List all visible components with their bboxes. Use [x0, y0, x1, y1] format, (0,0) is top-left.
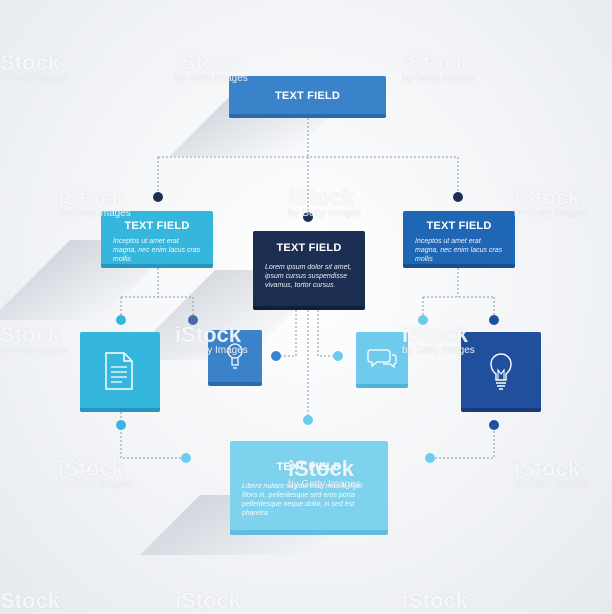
- lightbulb-icon: [490, 353, 512, 390]
- lightbulb-tile[interactable]: [461, 332, 541, 412]
- right-box-title: TEXT FIELD: [426, 220, 492, 232]
- connector-dot: [116, 315, 126, 325]
- left-text-field-box[interactable]: TEXT FIELD Inceptos ut amet erat magna, …: [101, 211, 213, 268]
- connector-dot: [116, 420, 126, 430]
- center-text-field-box[interactable]: TEXT FIELD Lorem ipsum dolor sit amet, i…: [253, 231, 365, 310]
- connector-dot: [303, 415, 313, 425]
- bottom-box-body: Libero nullam sagittis erat, mauris eget…: [242, 483, 363, 517]
- connector-dot: [425, 453, 435, 463]
- connector-dot: [303, 212, 313, 222]
- connector-dot: [181, 453, 191, 463]
- center-box-title: TEXT FIELD: [276, 242, 342, 254]
- connector-dot: [489, 420, 499, 430]
- top-box-title: TEXT FIELD: [275, 90, 340, 102]
- idea-tile[interactable]: [208, 330, 262, 386]
- connector-dot: [418, 315, 428, 325]
- right-text-field-box[interactable]: TEXT FIELD Inceptos ut amet erat magna, …: [403, 211, 515, 268]
- top-text-field-box[interactable]: TEXT FIELD: [229, 76, 386, 118]
- bottom-text-field-box[interactable]: TEXT FIELD Libero nullam sagittis erat, …: [230, 441, 388, 535]
- connector-dot: [271, 351, 281, 361]
- left-box-title: TEXT FIELD: [124, 220, 190, 232]
- connector-dot: [489, 315, 499, 325]
- bottom-box-title: TEXT FIELD: [276, 461, 342, 473]
- center-box-body: Lorem ipsum dolor sit amet, ipsum cursus…: [265, 264, 352, 289]
- document-tile[interactable]: [80, 332, 160, 412]
- connector-dot: [153, 192, 163, 202]
- connector-dot: [188, 315, 198, 325]
- chat-bubble-icon: [367, 349, 397, 369]
- left-box-body: Inceptos ut amet erat magna, nec enim la…: [113, 238, 201, 263]
- right-box-body: Inceptos ut amet erat magna, nec enim la…: [415, 238, 503, 263]
- connector-dot: [453, 192, 463, 202]
- lightbulb-idea-icon: [227, 343, 243, 369]
- document-icon: [105, 352, 133, 390]
- connector-dot: [333, 351, 343, 361]
- chat-tile[interactable]: [356, 332, 408, 388]
